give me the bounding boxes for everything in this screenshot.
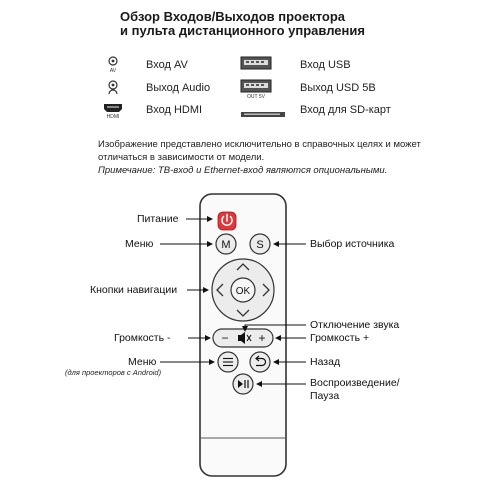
callout-play-pause: Воспроизведение/ Пауза [310, 377, 400, 403]
hamburger-menu-icon [223, 357, 233, 367]
usb-power-port-icon [240, 79, 272, 93]
source-s-label: S [256, 239, 263, 251]
callout-navigation: Кнопки навигации [90, 284, 178, 296]
usb-power-sublabel: OUT 5V [247, 94, 265, 100]
callout-play-pause-line-1: Воспроизведение/ [310, 377, 400, 389]
av-port-sublabel: AV [109, 68, 117, 74]
callout-android-menu: Меню [128, 356, 157, 368]
speaker-mute-icon[interactable] [238, 332, 252, 344]
callout-volume-plus: Громкость + [310, 332, 370, 344]
back-button[interactable] [249, 351, 271, 373]
source-s-button[interactable]: S [249, 233, 271, 255]
optional-note: Примечание: ТВ-вход и Ethernet-вход явля… [98, 165, 388, 176]
av-port-icon [104, 55, 122, 77]
callout-play-pause-line-2: Пауза [310, 390, 340, 402]
android-menu-button[interactable] [217, 351, 239, 373]
callout-volume-minus: Громкость - [114, 332, 171, 344]
sd-card-slot-icon [240, 106, 286, 117]
volume-minus-label[interactable]: − [221, 331, 228, 345]
callout-mute: Отключение звука [310, 319, 400, 331]
audio-port-icon [104, 79, 122, 99]
nav-left-icon[interactable] [216, 283, 224, 297]
port-label-usb: Вход USB [300, 59, 351, 71]
menu-m-label: M [221, 239, 230, 251]
callout-menu: Меню [125, 238, 154, 250]
volume-rocker[interactable]: − + [212, 328, 274, 348]
nav-up-icon[interactable] [236, 263, 250, 271]
disclaimer-line-1: Изображение представлено исключительно в… [98, 139, 421, 150]
power-icon [221, 213, 233, 226]
port-label-av: Вход AV [146, 59, 188, 71]
disclaimer: Изображение представлено исключительно в… [98, 138, 468, 164]
usb-port-icon [240, 56, 272, 70]
nav-right-icon[interactable] [262, 283, 270, 297]
port-label-sd: Вход для SD-карт [300, 104, 391, 116]
hdmi-port-icon [102, 102, 124, 116]
volume-plus-label[interactable]: + [258, 331, 265, 345]
port-label-audio: Выход Audio [146, 82, 211, 94]
nav-down-icon[interactable] [236, 309, 250, 317]
title-line-1: Обзор Входов/Выходов проектора [120, 9, 346, 24]
play-pause-button[interactable] [232, 373, 254, 395]
play-pause-icon [238, 380, 249, 388]
port-label-usb-power: Выход USD 5В [300, 82, 376, 94]
callout-back: Назад [310, 356, 341, 368]
disclaimer-line-2: отличаться в зависимости от модели. [98, 152, 265, 163]
port-label-hdmi: Вход HDMI [146, 104, 203, 116]
callout-arrows [160, 216, 306, 387]
callout-android-note: (для проекторов с Android) [65, 368, 162, 377]
callout-power: Питание [137, 213, 179, 225]
arrow-mute [242, 324, 306, 332]
menu-m-button[interactable]: M [215, 233, 237, 255]
title-line-2: и пульта дистанционного управления [120, 23, 365, 38]
ok-button[interactable]: OK [230, 277, 256, 303]
page-title: Обзор Входов/Выходов проектора и пульта … [120, 10, 365, 38]
callout-source: Выбор источника [310, 238, 395, 250]
ok-label: OK [236, 286, 251, 297]
back-arrow-icon [255, 355, 267, 367]
hdmi-port-sublabel: HDMI [106, 114, 120, 120]
power-button[interactable] [217, 211, 237, 231]
